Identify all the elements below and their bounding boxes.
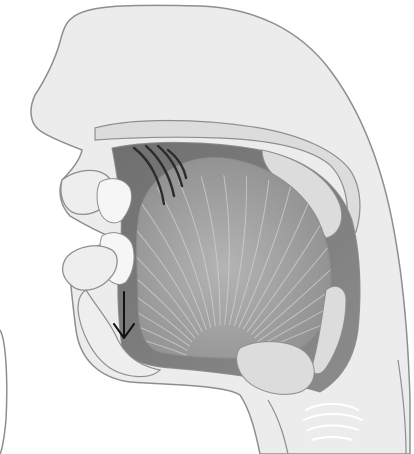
left-edge-fragment <box>0 330 7 454</box>
